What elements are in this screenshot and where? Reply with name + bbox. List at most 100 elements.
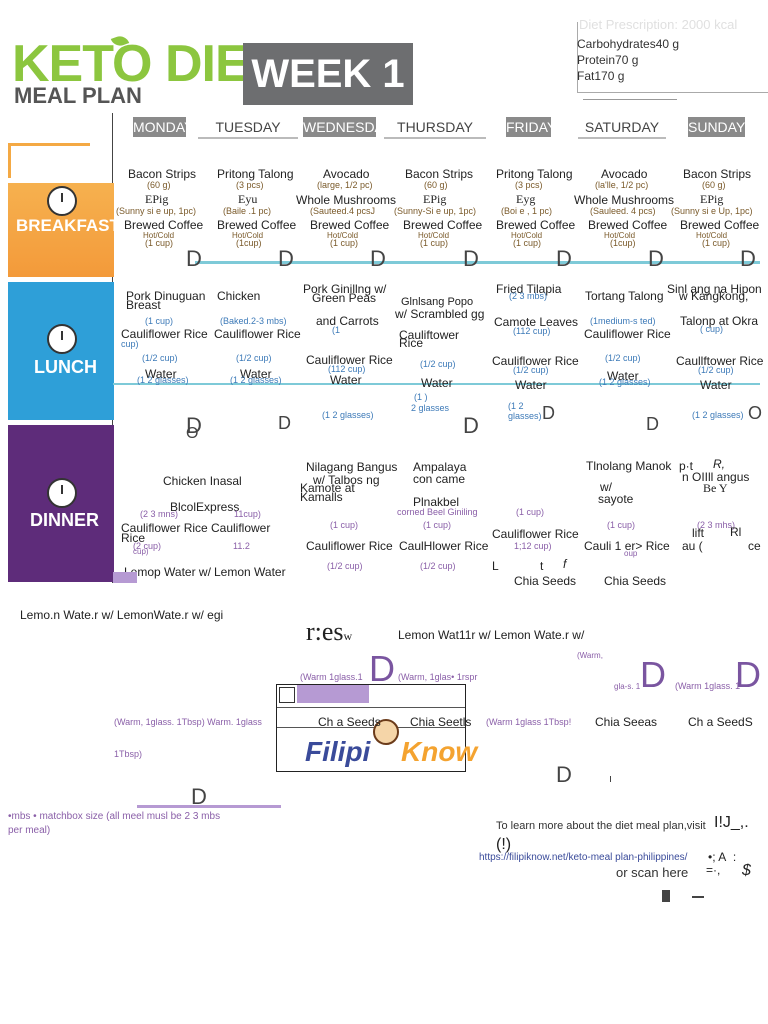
portion: (1 cup) xyxy=(513,238,542,248)
day-wednesday: WEDNESDAY xyxy=(303,117,393,137)
food-item: Cauliflower Rice xyxy=(584,327,671,341)
extra-note: gla-s. 1 xyxy=(614,682,641,691)
extra-text: r:esw xyxy=(306,617,353,646)
footer-scan: or scan here xyxy=(616,865,689,880)
food-item: Talonp at Okra xyxy=(680,314,759,328)
food-item: Cauliflower Rice xyxy=(121,327,208,341)
food-item: Water xyxy=(330,373,362,387)
glyph-mark: D xyxy=(186,246,202,271)
glyph-mark: D xyxy=(556,246,572,271)
glyph-mark: t xyxy=(540,559,544,573)
glyph-mark: D xyxy=(556,762,572,787)
food-item: Chicken Inasal xyxy=(163,474,242,488)
note: Hot/Cold xyxy=(418,231,450,240)
lunch-tile: LUNCH xyxy=(8,282,114,420)
portion: (2 3 mbs) xyxy=(509,291,548,301)
food-item: Chicken xyxy=(217,289,261,303)
portion: (1 2 xyxy=(508,401,524,411)
food-item: Plnakbel xyxy=(413,495,460,509)
day-thursday: THURSDAY xyxy=(384,117,486,139)
portion: (1/2 cup) xyxy=(327,561,363,571)
glyph-mark: D xyxy=(463,413,479,438)
footer-url[interactable]: https://filipiknow.net/keto-meal plan-ph… xyxy=(479,852,688,863)
brand-box-bar xyxy=(297,685,369,703)
brand-box: Filipi Know xyxy=(276,684,477,772)
food-item: Cauli 1 er> Rice xyxy=(584,539,670,553)
glyph-mark: D xyxy=(278,246,294,271)
food-item: Whole Mushrooms xyxy=(574,193,675,207)
portion: (2 cup) xyxy=(133,541,162,551)
extra-text: Chia Seeas xyxy=(595,715,658,729)
food-item: Brewed Coffee xyxy=(310,218,390,232)
legend-text: per meal) xyxy=(8,825,51,836)
food-item: Whole Mushrooms xyxy=(296,193,397,207)
extra-text: Ch a Seeds xyxy=(318,715,381,729)
food-item: p·t xyxy=(679,459,694,473)
glyph-mark: D xyxy=(191,784,207,809)
food-item: EPig xyxy=(145,192,169,206)
portion: (1 cup) xyxy=(423,520,452,530)
qr-code-icon xyxy=(662,890,670,902)
portion: (1/2 cup) xyxy=(605,353,641,363)
food-item: Water xyxy=(607,369,639,383)
food-item: and Carrots xyxy=(316,314,379,328)
portion: corned Beel Giniling xyxy=(397,507,478,517)
prescription-divider xyxy=(583,99,677,100)
footer-paren: (!) xyxy=(496,836,512,853)
portion: cup) xyxy=(121,339,139,349)
portion: glasses) xyxy=(508,411,542,421)
food-item: Kamote at xyxy=(300,481,355,495)
portion: (1cup) xyxy=(610,238,636,248)
food-item: Be Y xyxy=(703,481,728,495)
breakfast-tile: BREAKFAST xyxy=(8,183,120,277)
qr-glyph: $ xyxy=(742,862,751,879)
prescription-title: Diet Prescription: 2000 kcal xyxy=(579,17,738,32)
glyph-mark: D xyxy=(640,654,666,695)
food-item: Pork Ginillng w/ xyxy=(303,282,387,296)
food-item: Brewed Coffee xyxy=(124,218,204,232)
extra-text: Lemo.n Wate.r w/ LemonWate.r w/ egi xyxy=(20,608,224,622)
portion: (Baked.2-3 mbs) xyxy=(220,316,287,326)
note: Hot/Cold xyxy=(327,231,359,240)
portion: (3 pcs) xyxy=(515,180,543,190)
food-item: w Kangkong, xyxy=(679,289,749,303)
accent-block xyxy=(113,572,137,583)
food-item: Camote Leaves xyxy=(494,315,579,329)
portion: (1/2 cup) xyxy=(420,359,456,369)
qr-code-dash xyxy=(692,896,704,898)
food-item: Avocado xyxy=(323,167,370,181)
food-item: Kamalls xyxy=(300,490,343,504)
food-item: Cauliflower Rice xyxy=(214,327,301,341)
note: Hot/Cold xyxy=(511,231,543,240)
qr-glyph: •; A : xyxy=(708,850,737,864)
glyph-mark: D xyxy=(463,246,479,271)
extra-text: Chia Seetls xyxy=(410,715,472,729)
portion: (3 pcs) xyxy=(236,180,264,190)
portion: (1 cup) xyxy=(145,316,174,326)
portion: (1 xyxy=(332,325,341,335)
food-item: Water xyxy=(145,367,177,381)
grid-corner xyxy=(8,143,90,178)
week-label: WEEK 1 xyxy=(243,43,413,105)
portion: (60 g) xyxy=(424,180,448,190)
portion: (1 2 glasses) xyxy=(599,377,651,387)
food-item: Cauliflower Rice xyxy=(492,527,579,541)
portion: (Sauteed.4 pcsJ xyxy=(310,206,376,216)
portion: (Sunny si e Up, 1pc) xyxy=(671,206,753,216)
portion: (1 2 glasses) xyxy=(137,375,189,385)
food-item: w/ xyxy=(600,480,612,494)
food-item: Water xyxy=(240,367,272,381)
food-item: Breast xyxy=(126,298,161,312)
food-item: BlcolExpress xyxy=(170,500,240,514)
glyph-mark: D xyxy=(369,648,395,689)
portion: (1/2 cup) xyxy=(513,365,549,375)
extra-note: (Warm 1glass.1 xyxy=(300,672,363,682)
logo-subtitle: MEAL PLAN xyxy=(14,83,142,108)
footer-learn: To learn more about the diet meal plan,v… xyxy=(496,820,706,832)
food-item: Chia Seeds xyxy=(604,574,667,588)
glyph-mark: R, xyxy=(713,457,725,471)
food-item: Ampalaya xyxy=(413,460,467,474)
food-item: lift xyxy=(692,526,704,540)
portion: (1 cup) xyxy=(330,238,359,248)
food-item: Bacon Strips xyxy=(128,167,197,181)
